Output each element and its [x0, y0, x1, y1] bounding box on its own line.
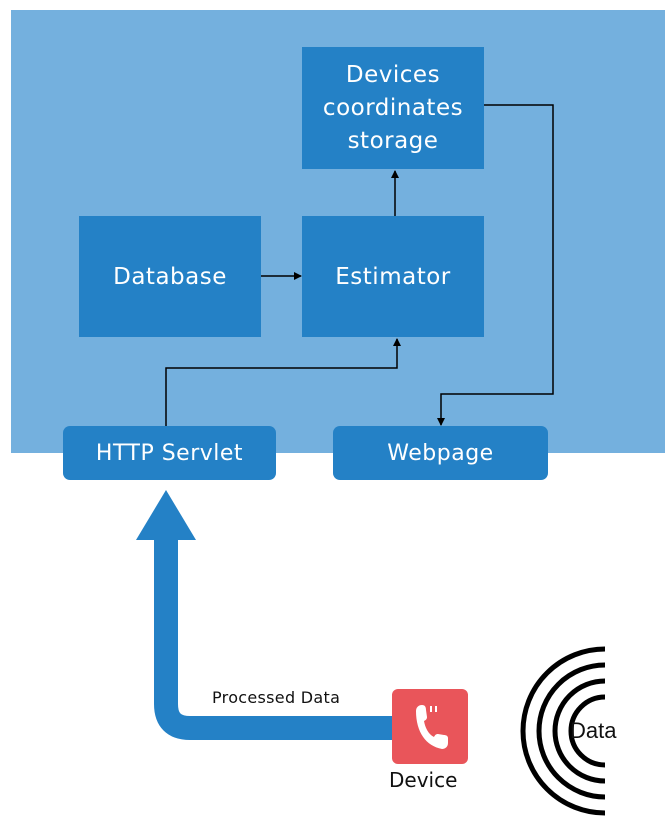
estimator-label: Estimator: [335, 263, 451, 290]
edge-storage-webpage: [437, 104, 554, 426]
webpage-label: Webpage: [387, 440, 494, 466]
processed-data-arrowhead: [136, 490, 196, 540]
devices-coordinates-storage-node: Devices coordinates storage: [302, 47, 484, 169]
signal-waves-icon: [520, 646, 606, 816]
estimator-node: Estimator: [302, 216, 484, 337]
http-servlet-label: HTTP Servlet: [95, 440, 244, 466]
device-tile: [392, 689, 468, 764]
processed-data-flow-arrow: [154, 540, 392, 740]
processed-data-label: Processed Data: [212, 688, 341, 707]
storage-label-line-3: storage: [347, 127, 439, 154]
storage-label-line-2: coordinates: [322, 94, 464, 121]
phone-icon: [416, 704, 448, 749]
edge-servlet-estimator: [165, 338, 401, 426]
data-signal-label: Data: [570, 718, 617, 743]
device-label: Device: [389, 768, 458, 792]
webpage-node: Webpage: [333, 426, 548, 480]
storage-label-line-1: Devices: [345, 61, 441, 88]
database-label: Database: [113, 263, 227, 290]
http-servlet-node: HTTP Servlet: [63, 426, 276, 480]
database-node: Database: [79, 216, 261, 337]
